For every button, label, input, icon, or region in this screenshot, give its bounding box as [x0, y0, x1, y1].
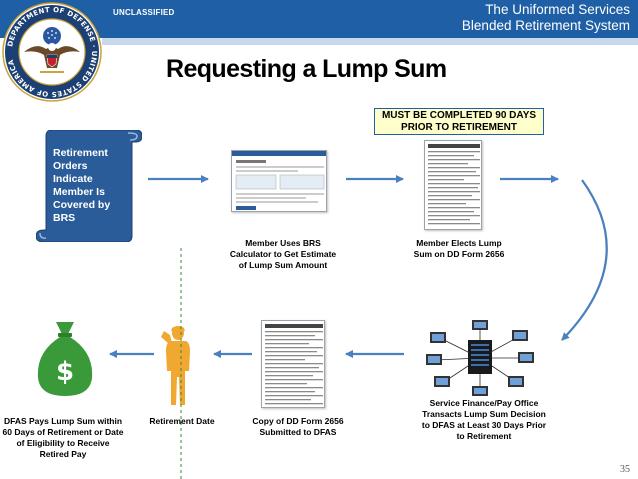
dd-form-2656-copy-icon [261, 320, 325, 408]
header-sub-band [102, 38, 638, 45]
dollar-sign: $ [56, 357, 74, 387]
saluting-soldier-icon [161, 326, 190, 405]
step-copy-caption: Copy of DD Form 2656 Submitted to DFAS [252, 416, 344, 437]
step-dfas-pays-caption: DFAS Pays Lump Sum within 60 Days of Ret… [2, 416, 124, 459]
brs-calculator-screenshot [231, 150, 327, 212]
header-title-line-1: The Uniformed Services [485, 2, 630, 17]
orders-text: Retirement Orders Indicate Member Is Cov… [53, 147, 111, 224]
step-retirement-date-caption: Retirement Date [149, 416, 215, 426]
page-number: 35 [620, 464, 630, 475]
step-calculator-caption: Member Uses BRS Calculator to Get Estima… [229, 238, 337, 270]
step-elect-caption: Member Elects Lump Sum on DD Form 2656 [413, 238, 505, 259]
dod-seal-icon: DEPARTMENT OF DEFENSE · UNITED STATES OF… [2, 2, 102, 102]
dd-form-2656-icon [424, 140, 482, 230]
money-bag-icon: $ [37, 322, 93, 396]
header-band [0, 0, 638, 38]
network-servers-icon [426, 320, 534, 396]
arrow-curve-to-service [561, 179, 608, 341]
header-title-line-2: Blended Retirement System [461, 18, 630, 33]
classification-label: UNCLASSIFIED [113, 8, 175, 17]
page-title: Requesting a Lump Sum [166, 55, 447, 83]
deadline-notice: MUST BE COMPLETED 90 DAYS PRIOR TO RETIR… [374, 108, 544, 135]
step-service-finance-caption: Service Finance/Pay Office Transacts Lum… [421, 398, 547, 441]
orders-scroll-icon [36, 130, 142, 242]
